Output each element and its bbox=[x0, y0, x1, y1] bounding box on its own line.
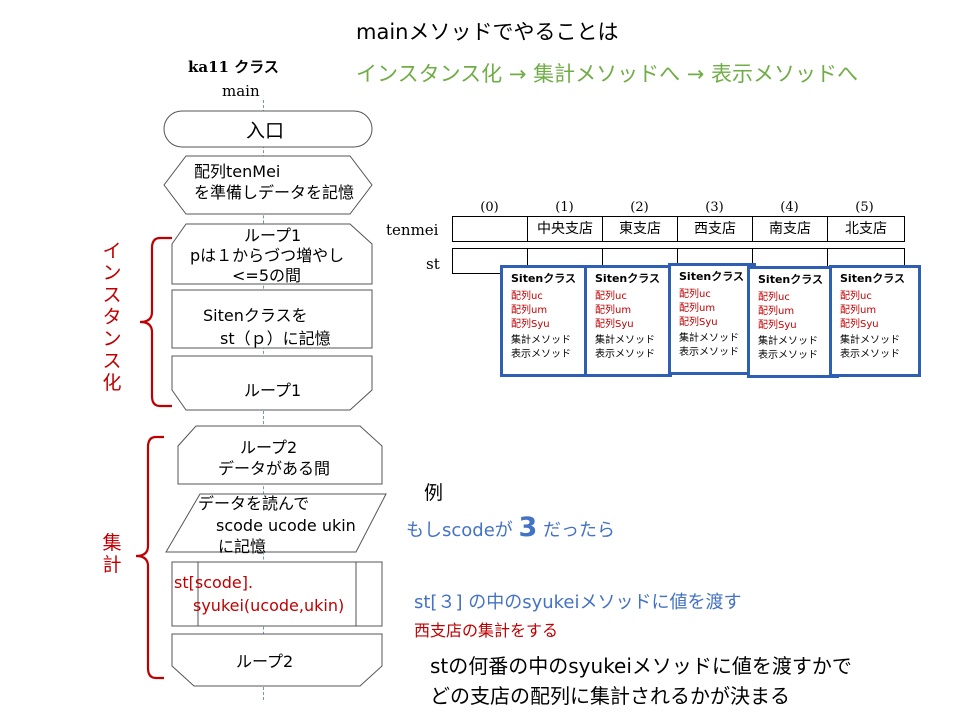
example-condition: もしscodeが 3 だったら bbox=[406, 512, 616, 543]
table-index-1: (1) bbox=[555, 200, 574, 215]
example-result-text: 西支店の集計をする bbox=[414, 621, 559, 640]
loop2-end-label: ループ2 bbox=[236, 652, 294, 671]
table-index-3: (3) bbox=[705, 200, 724, 215]
example-pass-text: st[３] の中のsyukeiメソッドに値を渡す bbox=[414, 592, 742, 613]
start-terminal bbox=[163, 110, 373, 148]
prep-line1: 配列tenMei bbox=[194, 162, 281, 181]
siten-line1: Sitenクラスを bbox=[203, 306, 308, 325]
siten-box-4: Sitenクラス 配列uc 配列um 配列Syu 集計メソッド 表示メソッド bbox=[747, 266, 839, 378]
aggregate-brace bbox=[135, 435, 164, 680]
heading-line2: インスタンス化 → 集計メソッドへ → 表示メソッドへ bbox=[356, 62, 859, 86]
call-line2: syukei(ucode,ukin) bbox=[193, 596, 345, 615]
example-value: 3 bbox=[518, 512, 538, 543]
read-line1: データを読んで bbox=[198, 494, 310, 513]
loop1-end-shape bbox=[171, 355, 373, 411]
table-index-0: (0) bbox=[480, 200, 499, 215]
read-line2: scode ucode ukin bbox=[216, 516, 356, 535]
siten-box-5: Sitenクラス 配列uc 配列um 配列Syu 集計メソッド 表示メソッド bbox=[829, 265, 921, 377]
siten-box-2: Sitenクラス 配列uc 配列um 配列Syu 集計メソッド 表示メソッド bbox=[584, 265, 672, 377]
heading-line1: mainメソッドでやることは bbox=[356, 20, 619, 44]
tenmei-cell-5: 北支店 bbox=[827, 216, 905, 242]
siten-box-3: Sitenクラス 配列uc 配列um 配列Syu 集計メソッド 表示メソッド bbox=[668, 263, 756, 375]
instance-brace-label: イ ン ス タ ン ス 化 bbox=[102, 240, 122, 394]
tenmei-cell-2: 東支店 bbox=[602, 216, 678, 242]
conclusion-line2: どの支店の配列に集計されるかが決まる bbox=[430, 684, 790, 708]
tenmei-cell-3: 西支店 bbox=[677, 216, 753, 242]
instance-brace bbox=[139, 236, 172, 408]
prep-hexagon bbox=[163, 155, 373, 215]
loop1-start-shape bbox=[171, 223, 373, 285]
table-index-5: (5) bbox=[855, 200, 874, 215]
loop1-line1: ループ1 bbox=[244, 226, 302, 245]
class-label: ka11 クラス bbox=[188, 58, 279, 76]
siten-box-1: Sitenクラス 配列uc 配列um 配列Syu 集計メソッド 表示メソッド bbox=[500, 265, 588, 377]
row-label-tenmei: tenmei bbox=[386, 221, 439, 239]
loop1-line3: <=5の間 bbox=[232, 266, 301, 285]
siten-process-box bbox=[171, 289, 373, 349]
loop1-end-label: ループ1 bbox=[244, 381, 302, 400]
prep-line2: を準備しデータを記憶 bbox=[194, 183, 355, 202]
table-index-4: (4) bbox=[780, 200, 799, 215]
start-label: 入口 bbox=[246, 120, 285, 142]
aggregate-brace-label: 集 計 bbox=[102, 532, 122, 576]
read-line3: に記憶 bbox=[218, 537, 267, 556]
method-label: main bbox=[222, 82, 260, 100]
example-label: 例 bbox=[424, 482, 444, 504]
loop1-line2: pは１からづつ増やし bbox=[190, 246, 345, 265]
tenmei-cell-4: 南支店 bbox=[752, 216, 828, 242]
loop2-line1: ループ2 bbox=[240, 438, 298, 457]
loop2-line2: データがある間 bbox=[218, 459, 331, 478]
conclusion-line1: stの何番の中のsyukeiメソッドに値を渡すかで bbox=[430, 654, 852, 678]
tenmei-cell-1: 中央支店 bbox=[527, 216, 603, 242]
row-label-st: st bbox=[426, 255, 440, 273]
call-process-box bbox=[171, 561, 383, 627]
loop2-end-shape bbox=[171, 633, 383, 687]
call-line1: st[scode]. bbox=[174, 573, 254, 592]
read-parallelogram bbox=[165, 493, 387, 553]
table-index-2: (2) bbox=[630, 200, 649, 215]
loop2-start-shape bbox=[177, 425, 383, 485]
siten-line2: st（ｐ）に記憶 bbox=[220, 329, 331, 348]
tenmei-cell-0 bbox=[452, 216, 528, 242]
